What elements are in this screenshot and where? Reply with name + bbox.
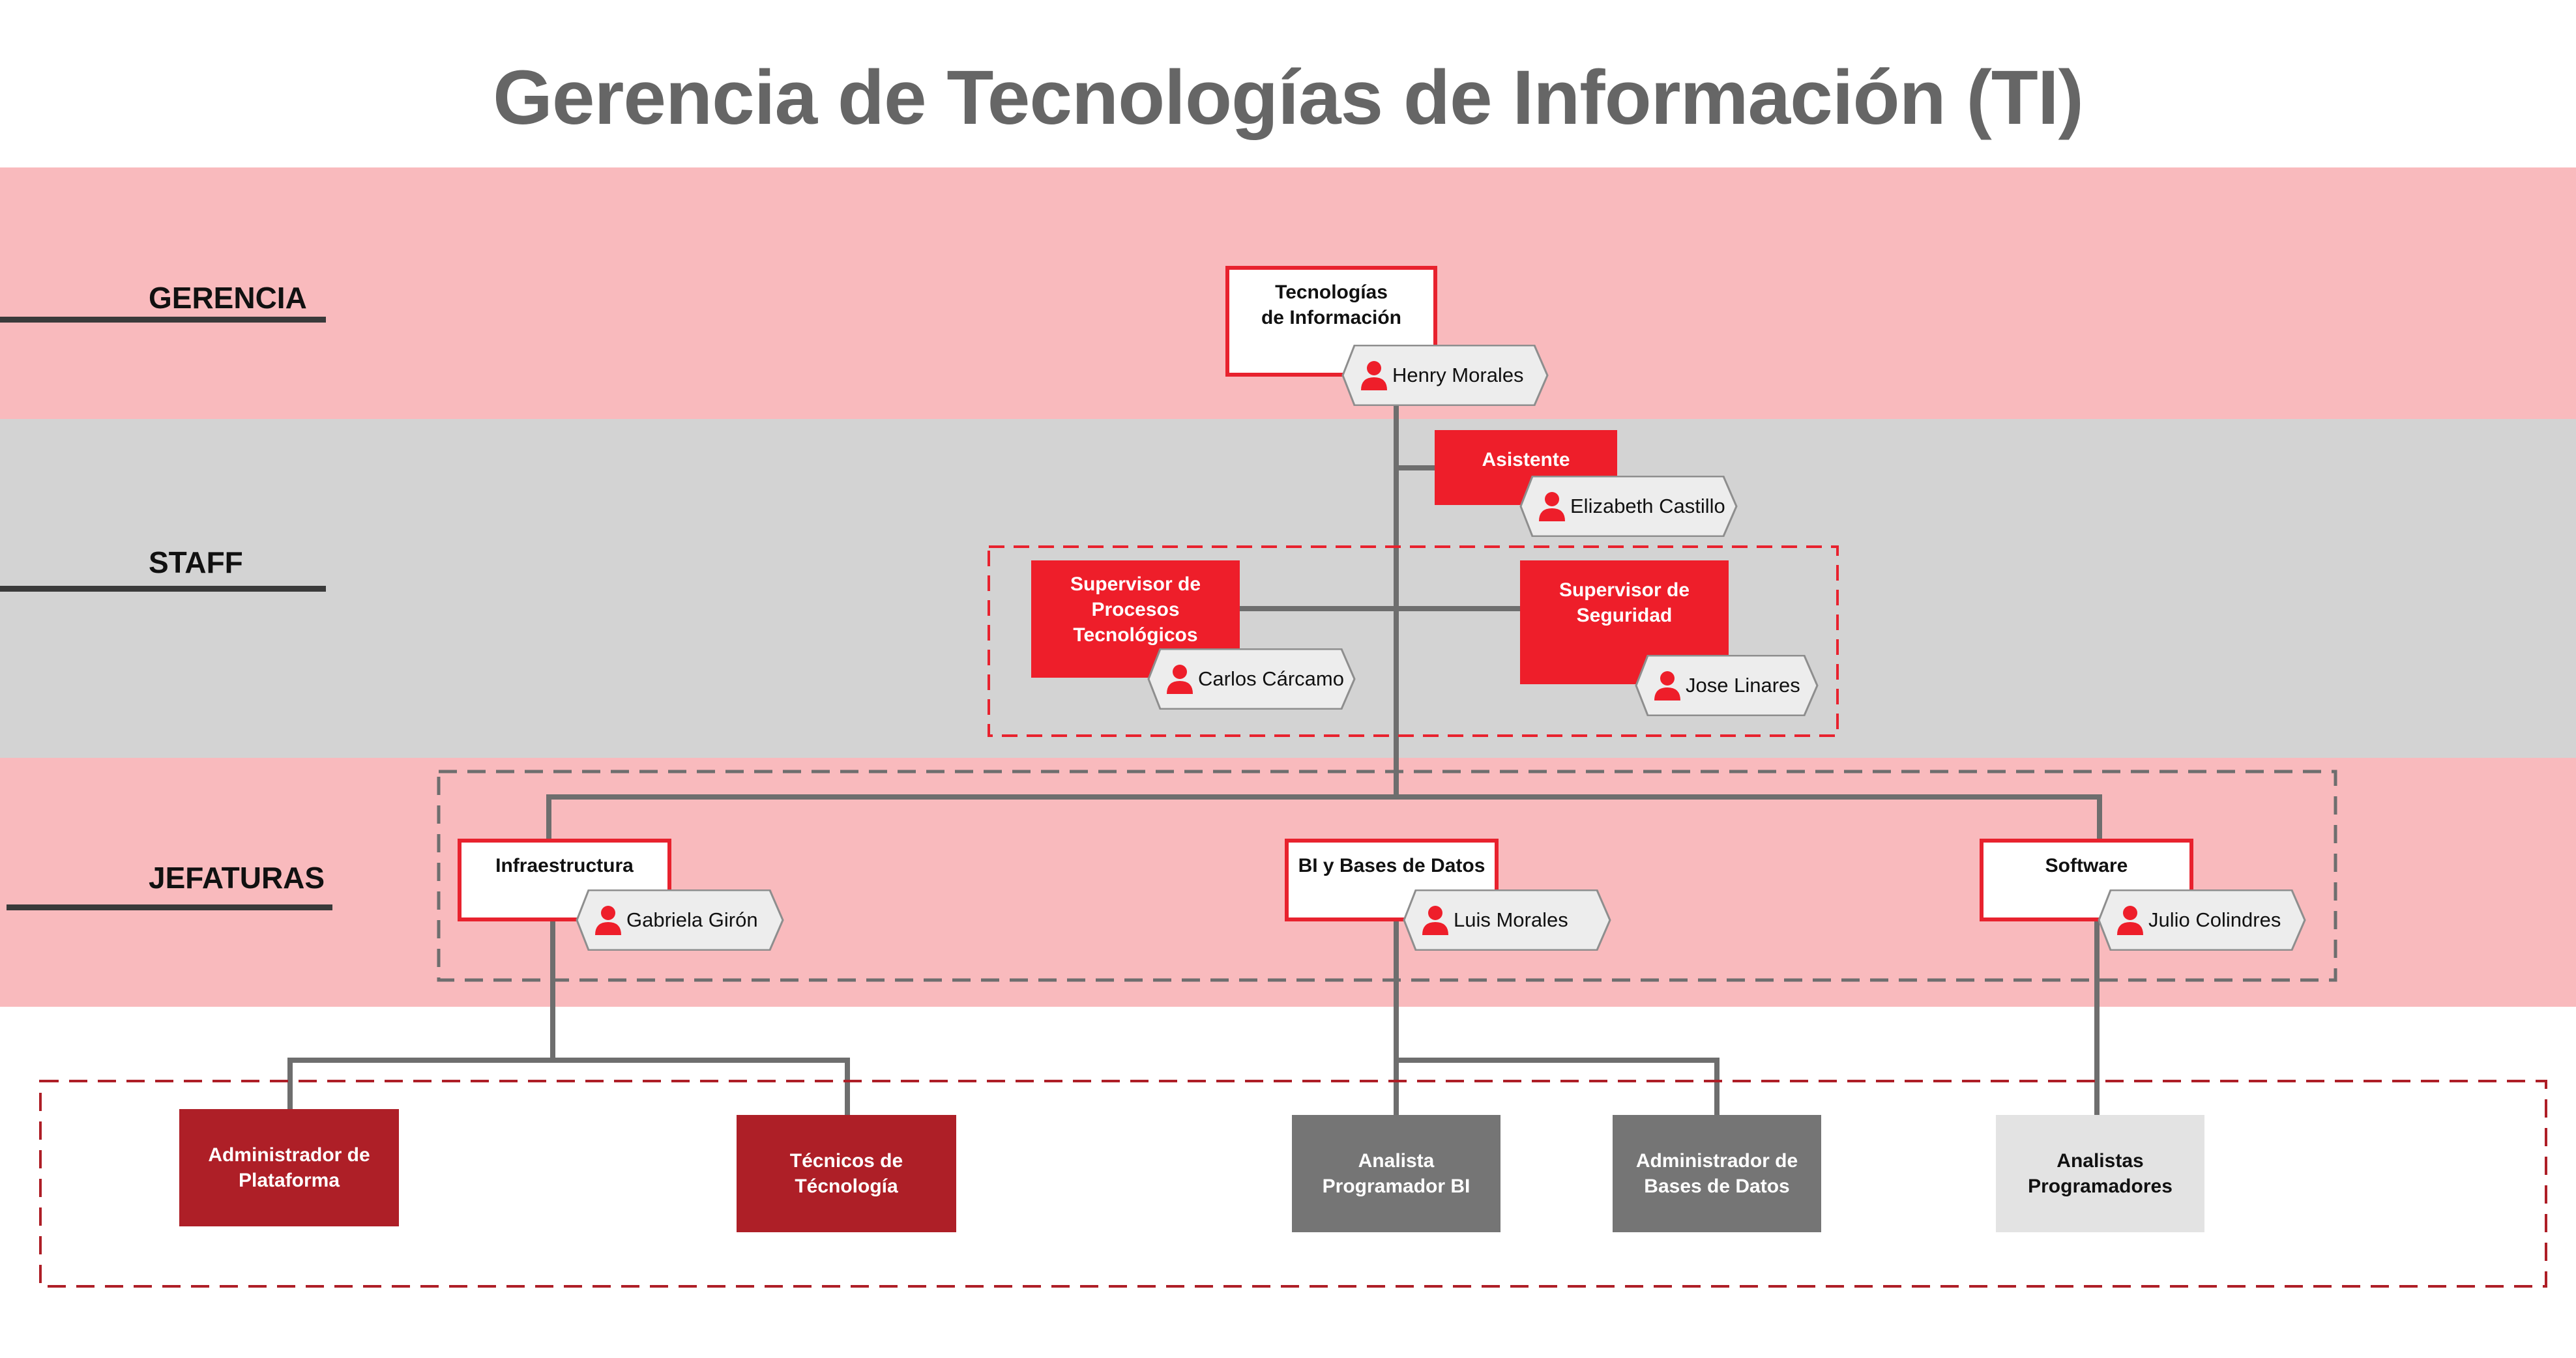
infra-children-connector (287, 920, 850, 1115)
bottom-dashed-group (39, 1080, 2547, 1288)
person-tag-julio-colindres: Julio Colindres (2098, 889, 2306, 951)
person-tag-jose-linares: Jose Linares (1635, 655, 1819, 716)
person-tag-carlos-carcamo: Carlos Cárcamo (1147, 648, 1356, 710)
node-administrador-bases-datos: Administrador de Bases de Datos (1613, 1115, 1821, 1232)
person-icon (1361, 361, 1387, 390)
person-name: Julio Colindres (2148, 908, 2281, 931)
person-tag-henry-morales: Henry Morales (1341, 345, 1549, 406)
person-icon (2117, 906, 2143, 935)
person-icon (595, 906, 621, 935)
level-label-jefaturas: JEFATURAS (149, 861, 325, 895)
person-icon (1654, 671, 1680, 701)
person-name: Elizabeth Castillo (1570, 495, 1725, 517)
person-name: Gabriela Girón (626, 908, 758, 931)
person-name: Luis Morales (1454, 908, 1568, 931)
person-name: Henry Morales (1392, 364, 1524, 386)
node-tecnicos-tecnologia: Técnicos de Técnología (737, 1115, 956, 1232)
person-tag-elizabeth-castillo: Elizabeth Castillo (1519, 476, 1738, 537)
person-tag-gabriela-giron: Gabriela Girón (576, 889, 784, 951)
level-rule-staff (0, 586, 326, 592)
person-name: Carlos Cárcamo (1198, 667, 1344, 690)
person-tag-luis-morales: Luis Morales (1403, 889, 1611, 951)
staff-dashed-group (988, 545, 1839, 737)
node-analistas-programadores: Analistas Programadores (1996, 1115, 2204, 1232)
jefaturas-dashed-group (437, 770, 2337, 982)
level-label-staff: STAFF (149, 545, 243, 579)
page-title: Gerencia de Tecnologías de Información (… (493, 55, 2084, 141)
level-label-gerencia: GERENCIA (149, 281, 307, 315)
person-icon (1167, 665, 1193, 694)
person-icon (1539, 492, 1565, 521)
node-analista-programador-bi: Analista Programador BI (1292, 1115, 1500, 1232)
person-icon (1422, 906, 1448, 935)
level-rule-gerencia (0, 317, 326, 323)
level-rule-jefaturas (7, 904, 332, 910)
node-administrador-plataforma: Administrador de Plataforma (179, 1109, 399, 1226)
person-name: Jose Linares (1686, 674, 1800, 697)
bi-children-connector (1394, 920, 1720, 1115)
